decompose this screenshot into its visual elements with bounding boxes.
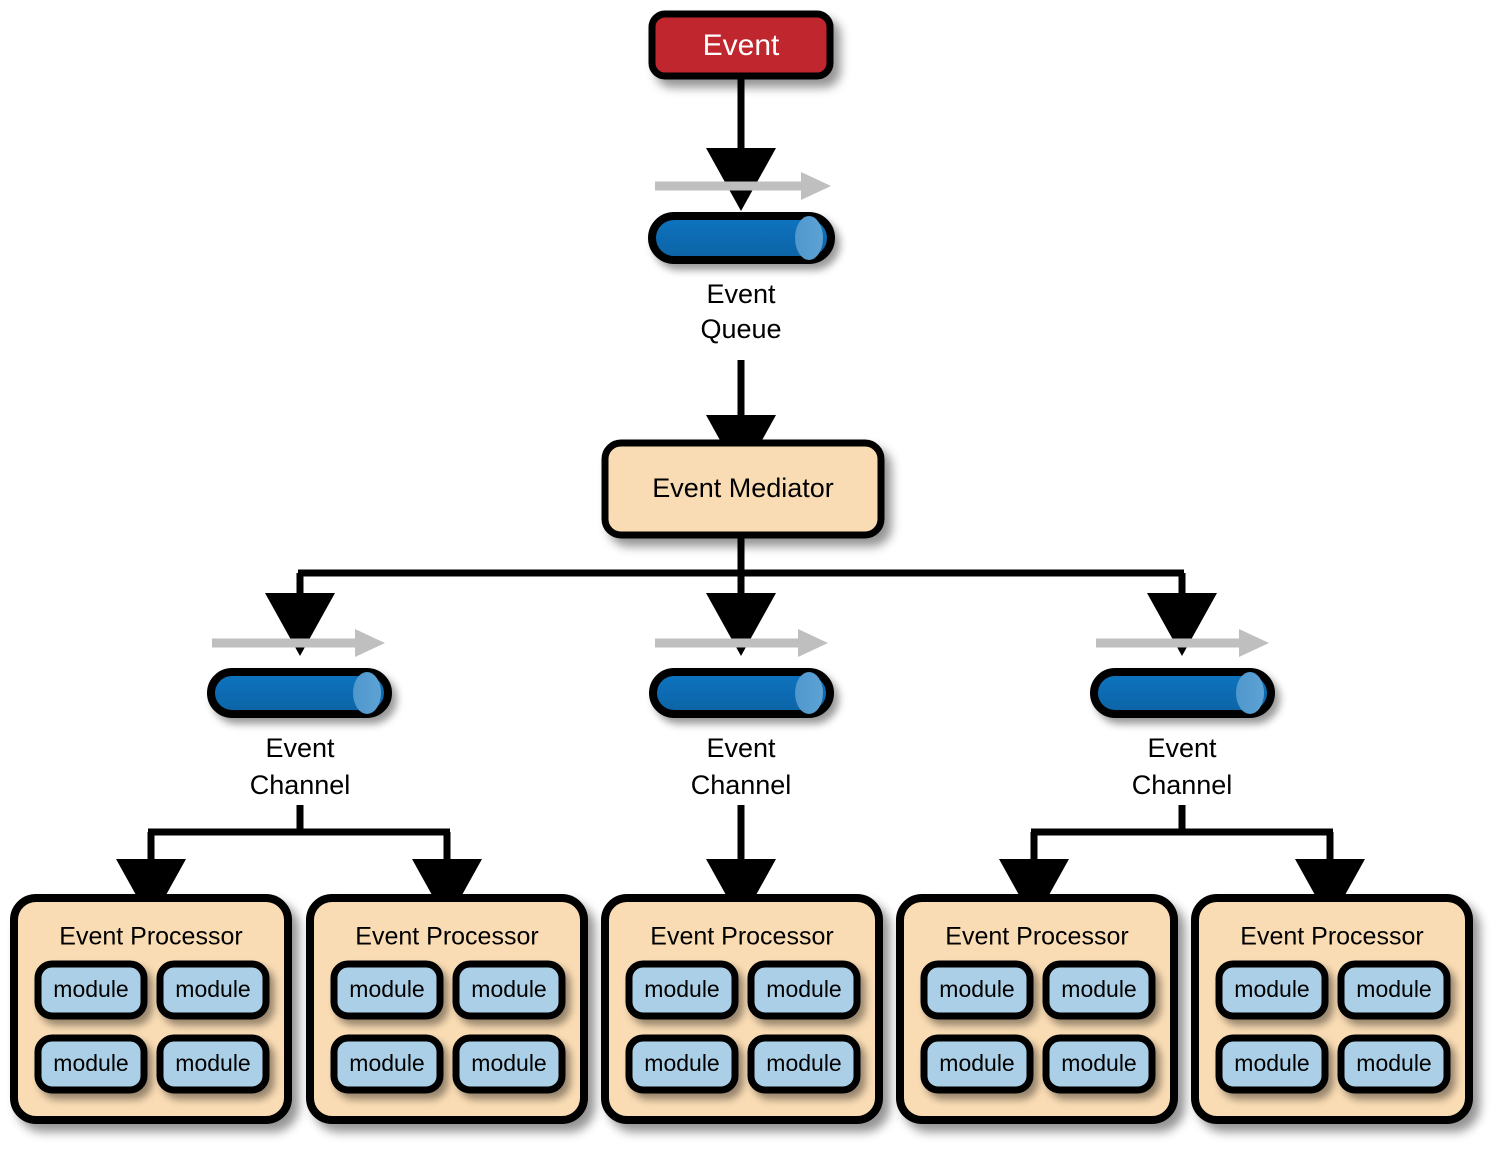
module-box[interactable] [747,1034,861,1094]
event-mediator-node[interactable]: Event Mediator [601,439,885,539]
channel-3-fanout-connector [999,805,1365,922]
event-processor-1-title: Event Processor [59,923,242,951]
event-channel-2-cylinder-icon[interactable] [649,668,834,718]
module-label: module [1234,976,1309,1002]
module-box[interactable] [1337,1034,1451,1094]
module-box[interactable] [920,1034,1034,1094]
module-box[interactable] [1215,1034,1329,1094]
event-channel-3-group[interactable]: Event Channel [1090,629,1275,800]
module-label: module [1061,976,1136,1002]
module-label: module [1356,976,1431,1002]
module-box[interactable] [625,960,739,1020]
module-box[interactable] [452,960,566,1020]
module-label: module [939,1050,1014,1076]
event-processor-5-node[interactable]: Event Processor module module module mod… [1191,894,1473,1124]
gray-flow-arrow-icon [655,172,831,200]
module-box[interactable] [156,960,270,1020]
module-box[interactable] [330,1034,444,1094]
event-queue-cylinder-icon[interactable] [648,212,835,264]
module-label: module [349,1050,424,1076]
event-processor-3-title: Event Processor [650,923,833,951]
event-queue-caption-line1: Event [706,279,776,309]
module-box[interactable] [1042,960,1156,1020]
event-source-label: Event [703,29,780,62]
module-box[interactable] [1215,960,1329,1020]
event-channel-1-caption-line1: Event [265,733,335,763]
module-label: module [766,976,841,1002]
module-label: module [766,1050,841,1076]
event-channel-1-cylinder-icon[interactable] [207,668,392,718]
module-box[interactable] [34,1034,148,1094]
module-box[interactable] [747,960,861,1020]
module-box[interactable] [34,960,148,1020]
event-channel-2-group[interactable]: Event Channel [649,629,834,800]
module-label: module [1234,1050,1309,1076]
event-channel-1-group[interactable]: Event Channel [207,629,392,800]
module-label: module [471,976,546,1002]
gray-flow-arrow-icon [212,629,385,657]
event-channel-3-caption-line2: Channel [1132,770,1233,800]
mediator-fanout-connector [265,535,1217,656]
module-label: module [471,1050,546,1076]
event-mediator-label: Event Mediator [652,473,834,503]
module-box[interactable] [156,1034,270,1094]
event-queue-group[interactable]: Event Queue [648,172,835,344]
gray-flow-arrow-icon [1096,629,1269,657]
module-label: module [644,976,719,1002]
module-box[interactable] [1337,960,1451,1020]
module-box[interactable] [1042,1034,1156,1094]
event-processor-2-node[interactable]: Event Processor module module module mod… [306,894,588,1124]
module-box[interactable] [625,1034,739,1094]
module-label: module [1356,1050,1431,1076]
event-channel-2-caption-line2: Channel [691,770,792,800]
event-channel-2-caption-line1: Event [706,733,776,763]
module-box[interactable] [330,960,444,1020]
event-processor-2-title: Event Processor [355,923,538,951]
module-box[interactable] [920,960,1034,1020]
module-label: module [939,976,1014,1002]
module-label: module [53,1050,128,1076]
channel-1-fanout-connector [116,805,482,922]
event-processor-3-node[interactable]: Event Processor module module module mod… [601,894,883,1124]
module-box[interactable] [452,1034,566,1094]
gray-flow-arrow-icon [655,629,828,657]
event-processor-5-title: Event Processor [1240,923,1423,951]
module-label: module [1061,1050,1136,1076]
module-label: module [175,976,250,1002]
event-processor-4-title: Event Processor [945,923,1128,951]
event-source-node[interactable]: Event [648,10,834,80]
event-channel-3-cylinder-icon[interactable] [1090,668,1275,718]
module-label: module [644,1050,719,1076]
event-channel-1-caption-line2: Channel [250,770,351,800]
event-processor-1-node[interactable]: Event Processor module module module mod… [10,894,292,1124]
event-channel-3-caption-line1: Event [1147,733,1217,763]
module-label: module [175,1050,250,1076]
event-processor-4-node[interactable]: Event Processor module module module mod… [896,894,1178,1124]
event-queue-caption-line2: Queue [700,314,781,344]
module-label: module [349,976,424,1002]
module-label: module [53,976,128,1002]
